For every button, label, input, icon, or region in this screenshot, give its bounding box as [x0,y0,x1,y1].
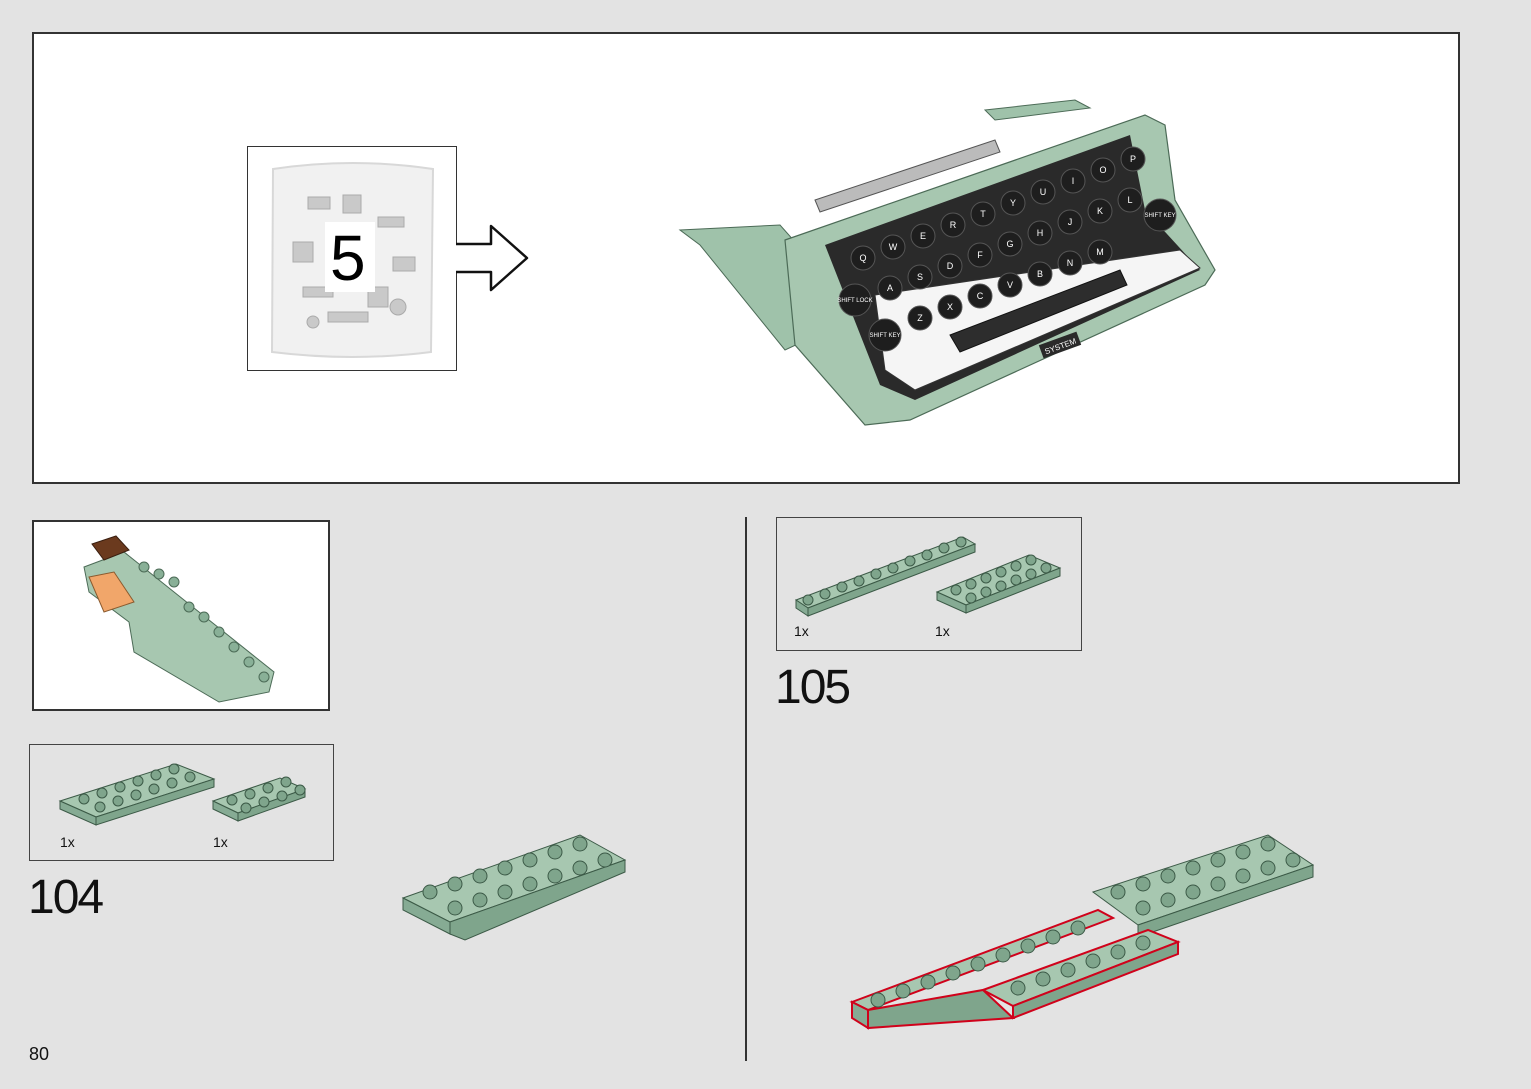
step-104-assembly-image [400,830,630,945]
part-qty: 1x [935,623,950,639]
page-number: 80 [29,1044,49,1065]
submodel-preview-panel [32,520,330,711]
part-qty: 1x [213,834,228,850]
svg-text:Q: Q [859,253,866,263]
svg-text:A: A [887,283,893,293]
svg-text:W: W [889,242,898,252]
part-qty: 1x [60,834,75,850]
svg-text:SHIFT LOCK: SHIFT LOCK [837,298,872,304]
svg-text:R: R [950,220,957,230]
svg-text:K: K [1097,206,1103,216]
step-104-parts-callout: 1x 1x [29,744,334,861]
svg-text:SHIFT KEY: SHIFT KEY [870,333,901,339]
bag-number: 5 [330,226,366,290]
step-105-assembly-image [848,830,1318,1035]
svg-text:B: B [1037,269,1043,279]
svg-text:U: U [1040,187,1047,197]
svg-text:S: S [917,272,923,282]
svg-text:H: H [1037,228,1044,238]
svg-text:F: F [977,250,983,260]
svg-text:M: M [1096,247,1104,257]
typewriter-model-image: Q W E R T Y U I O P A S D F G H J K L Z … [675,90,1235,430]
step-number-104: 104 [28,874,102,922]
svg-text:SHIFT KEY: SHIFT KEY [1145,213,1176,219]
arrow-right-icon [455,222,535,294]
submodel-image [34,522,328,709]
plate-2x6-image [934,550,1064,620]
svg-text:J: J [1068,217,1073,227]
svg-text:Y: Y [1010,198,1016,208]
svg-text:G: G [1006,239,1013,249]
column-divider [745,517,747,1061]
svg-text:D: D [947,261,954,271]
svg-text:L: L [1127,195,1132,205]
svg-text:V: V [1007,280,1013,290]
plate-2x4-image [210,773,310,835]
step-105-parts-callout: 1x 1x [776,517,1082,651]
svg-text:O: O [1099,165,1106,175]
svg-text:X: X [947,302,953,312]
svg-text:Z: Z [917,313,923,323]
svg-text:I: I [1072,176,1075,186]
svg-text:T: T [980,209,986,219]
part-qty: 1x [794,623,809,639]
svg-text:N: N [1067,258,1074,268]
svg-text:C: C [977,291,984,301]
plate-2x6-image [56,759,221,834]
svg-text:E: E [920,231,926,241]
svg-text:P: P [1130,154,1136,164]
step-number-105: 105 [775,664,849,712]
